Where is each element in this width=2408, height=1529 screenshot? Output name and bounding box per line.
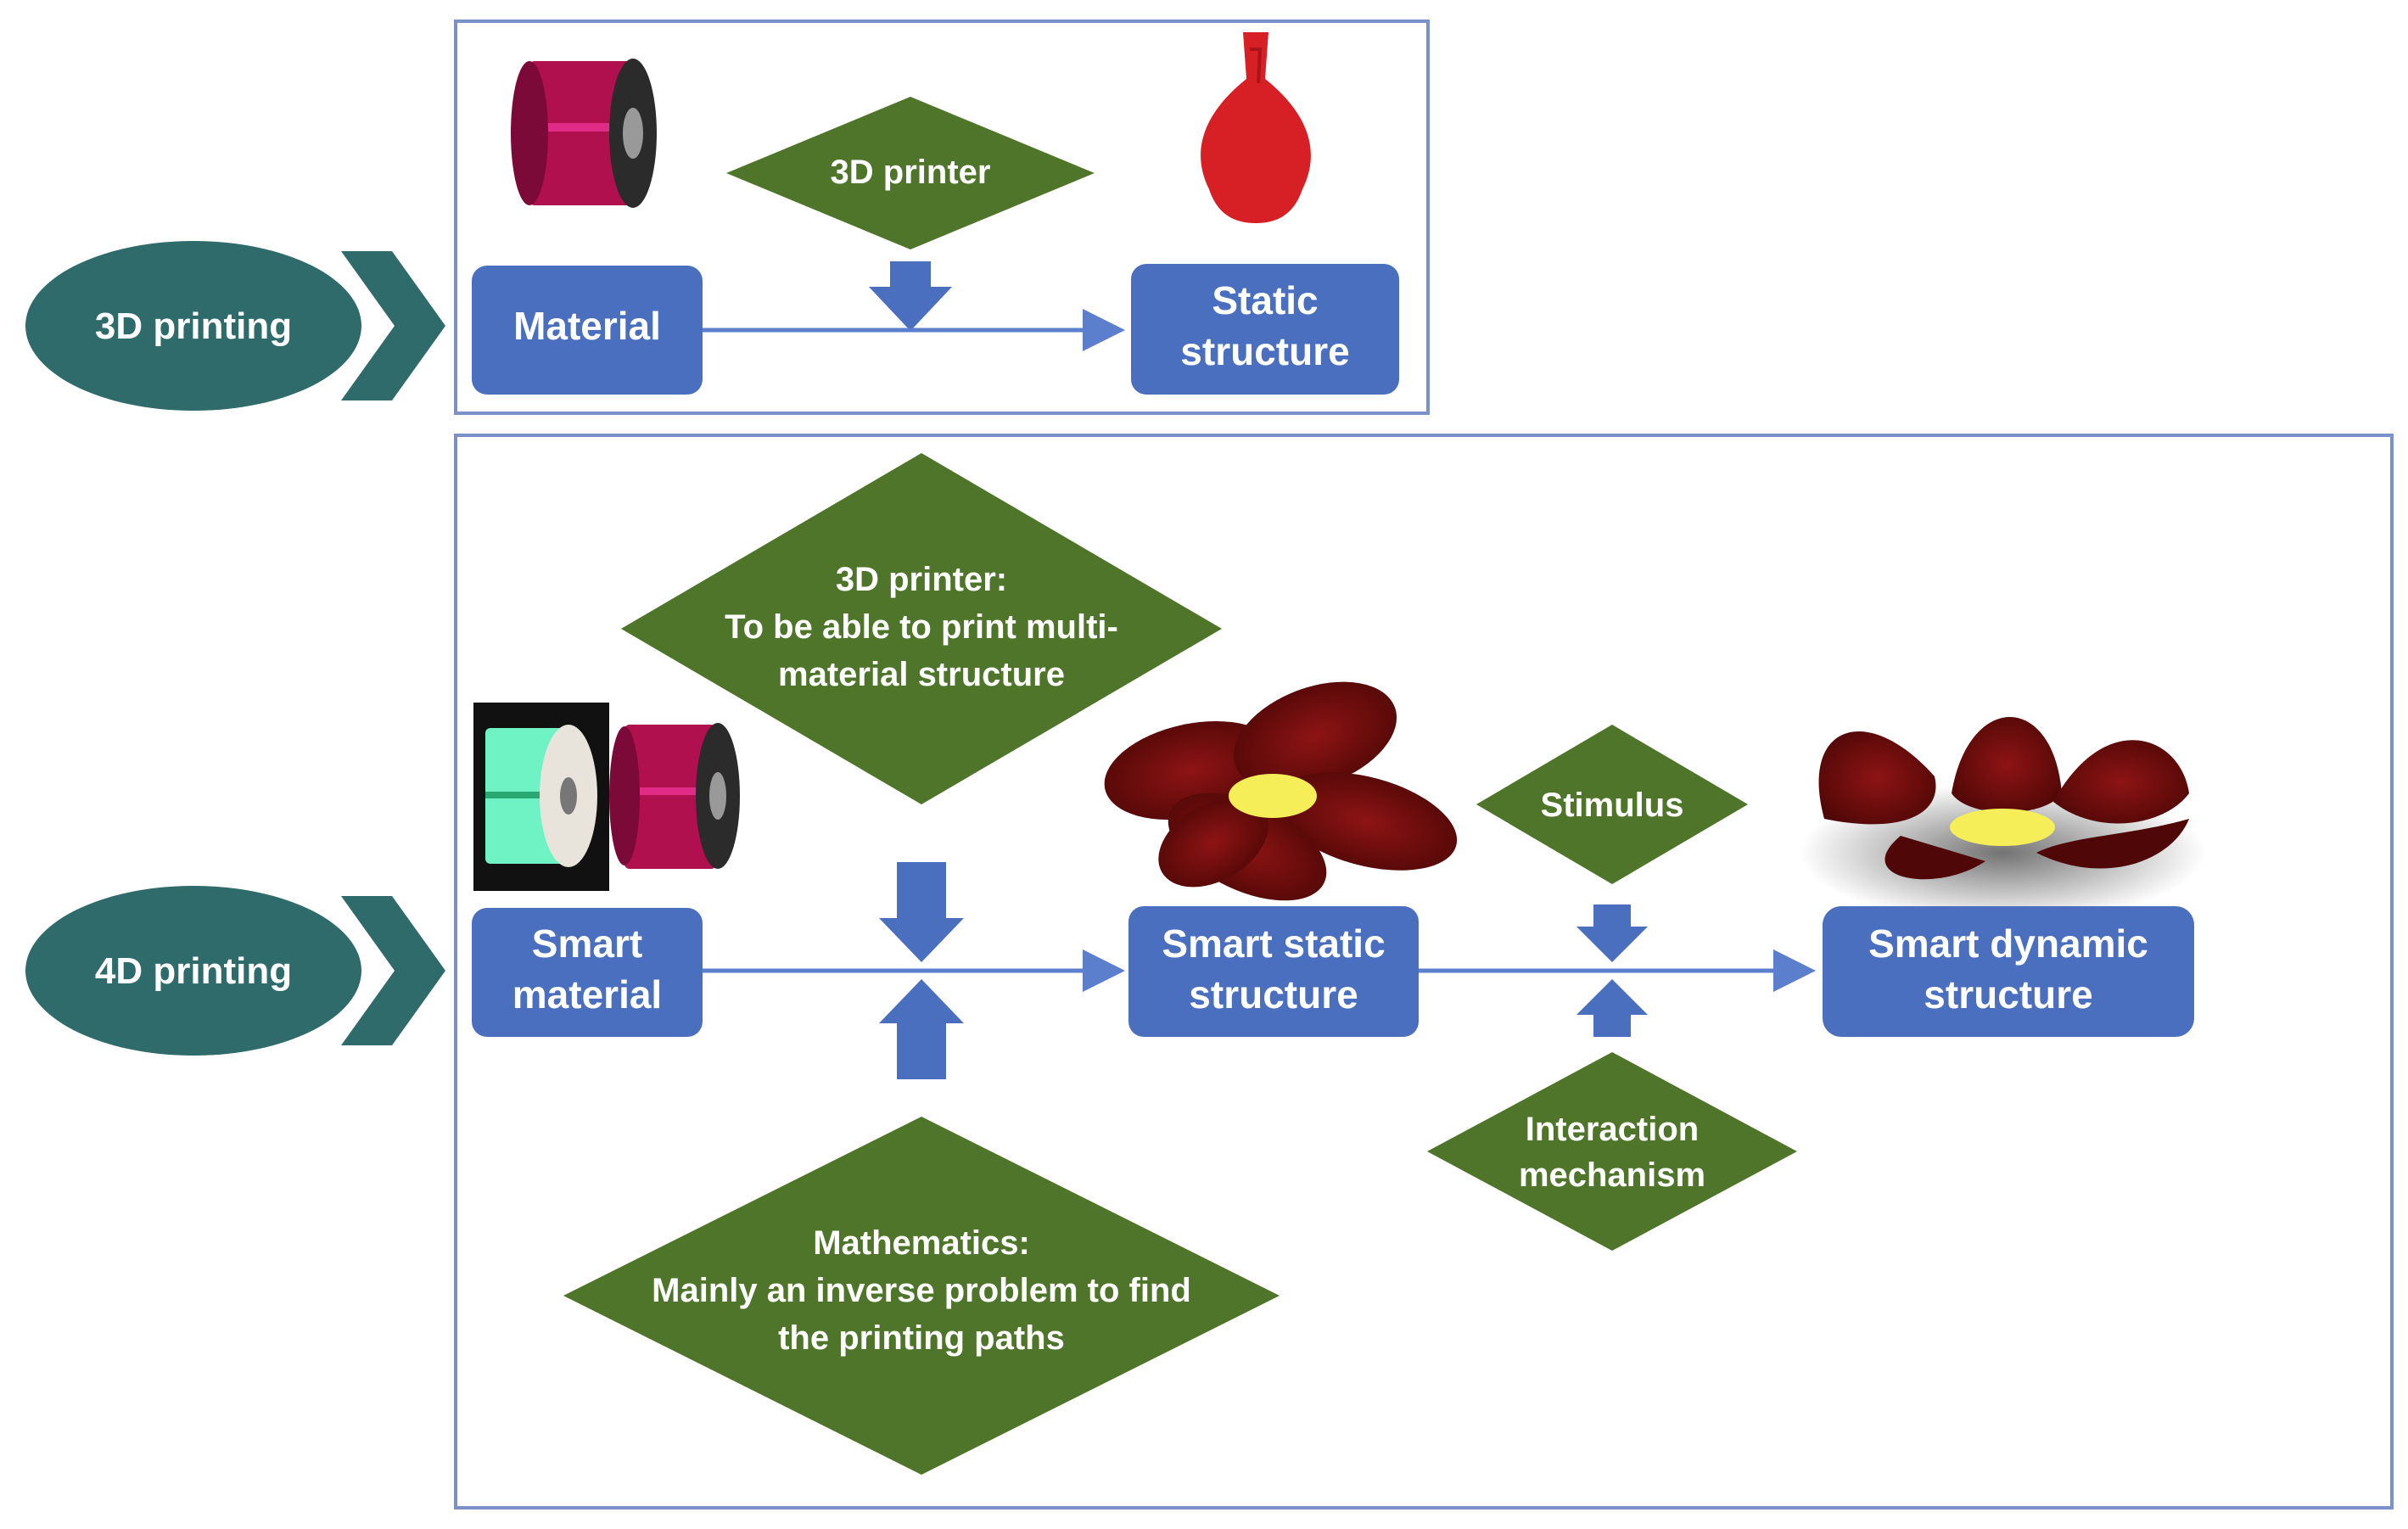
diamond-3d-printer-multi <box>621 453 1222 804</box>
box-smart-dynamic-structure <box>1823 906 2194 1037</box>
filament-spool-green-icon <box>473 703 609 891</box>
box-smart-static-line2: structure <box>1189 972 1358 1017</box>
flat-flower-icon <box>1104 681 1458 901</box>
diamond-3d-printer <box>726 97 1095 249</box>
red-vase-icon <box>1201 32 1311 223</box>
box-static-line1: Static <box>1212 278 1318 322</box>
box-smart-dynamic-line2: structure <box>1924 972 2092 1017</box>
diamond-printer-line1: 3D printer: <box>836 561 1007 598</box>
diamond-interaction-mechanism <box>1427 1052 1797 1251</box>
diamond-3d-printer-label: 3D printer <box>831 154 991 191</box>
frame-3d <box>454 20 1430 415</box>
diamond-math-line2: Mainly an inverse problem to find <box>652 1272 1191 1309</box>
box-material <box>472 266 703 395</box>
down-arrow-icon <box>869 261 952 331</box>
diamond-printer-line3: material structure <box>778 656 1065 693</box>
diamond-math-line3: the printing paths <box>778 1319 1065 1357</box>
filament-spool-magenta-icon <box>609 723 740 869</box>
up-arrow-icon <box>1576 979 1648 1037</box>
label-3d-printing-ellipse <box>25 241 361 411</box>
label-4d-printing-ellipse <box>25 886 361 1056</box>
diamond-interaction-line2: mechanism <box>1519 1157 1705 1194</box>
diamond-stimulus <box>1476 725 1748 884</box>
box-smart-dynamic-line1: Smart dynamic <box>1868 921 2148 966</box>
diamond-mathematics <box>563 1117 1280 1475</box>
box-static-structure <box>1131 264 1399 395</box>
up-arrow-icon <box>879 979 964 1079</box>
diamond-stimulus-label: Stimulus <box>1541 787 1684 824</box>
box-smart-material-line1: Smart <box>532 921 642 966</box>
frame-4d <box>454 434 2394 1509</box>
box-material-label: Material <box>513 304 661 348</box>
label-4d-printing: 4D printing <box>95 950 292 992</box>
diamond-math-line1: Mathematics: <box>813 1224 1030 1262</box>
down-arrow-icon <box>1576 905 1648 962</box>
label-3d-printing: 3D printing <box>95 305 292 347</box>
down-arrow-icon <box>879 862 964 962</box>
box-static-line2: structure <box>1180 329 1349 373</box>
box-smart-static-structure <box>1128 906 1419 1037</box>
chevron-3d-icon <box>341 251 445 400</box>
box-smart-static-line1: Smart static <box>1162 921 1385 966</box>
box-smart-material <box>472 908 703 1037</box>
curled-flower-icon <box>1799 717 2206 922</box>
box-smart-material-line2: material <box>512 972 662 1017</box>
filament-spool-magenta-icon <box>511 59 657 208</box>
diamond-interaction-line1: Interaction <box>1526 1111 1699 1148</box>
diamond-printer-line2: To be able to print multi- <box>725 608 1118 646</box>
chevron-4d-icon <box>341 896 445 1045</box>
